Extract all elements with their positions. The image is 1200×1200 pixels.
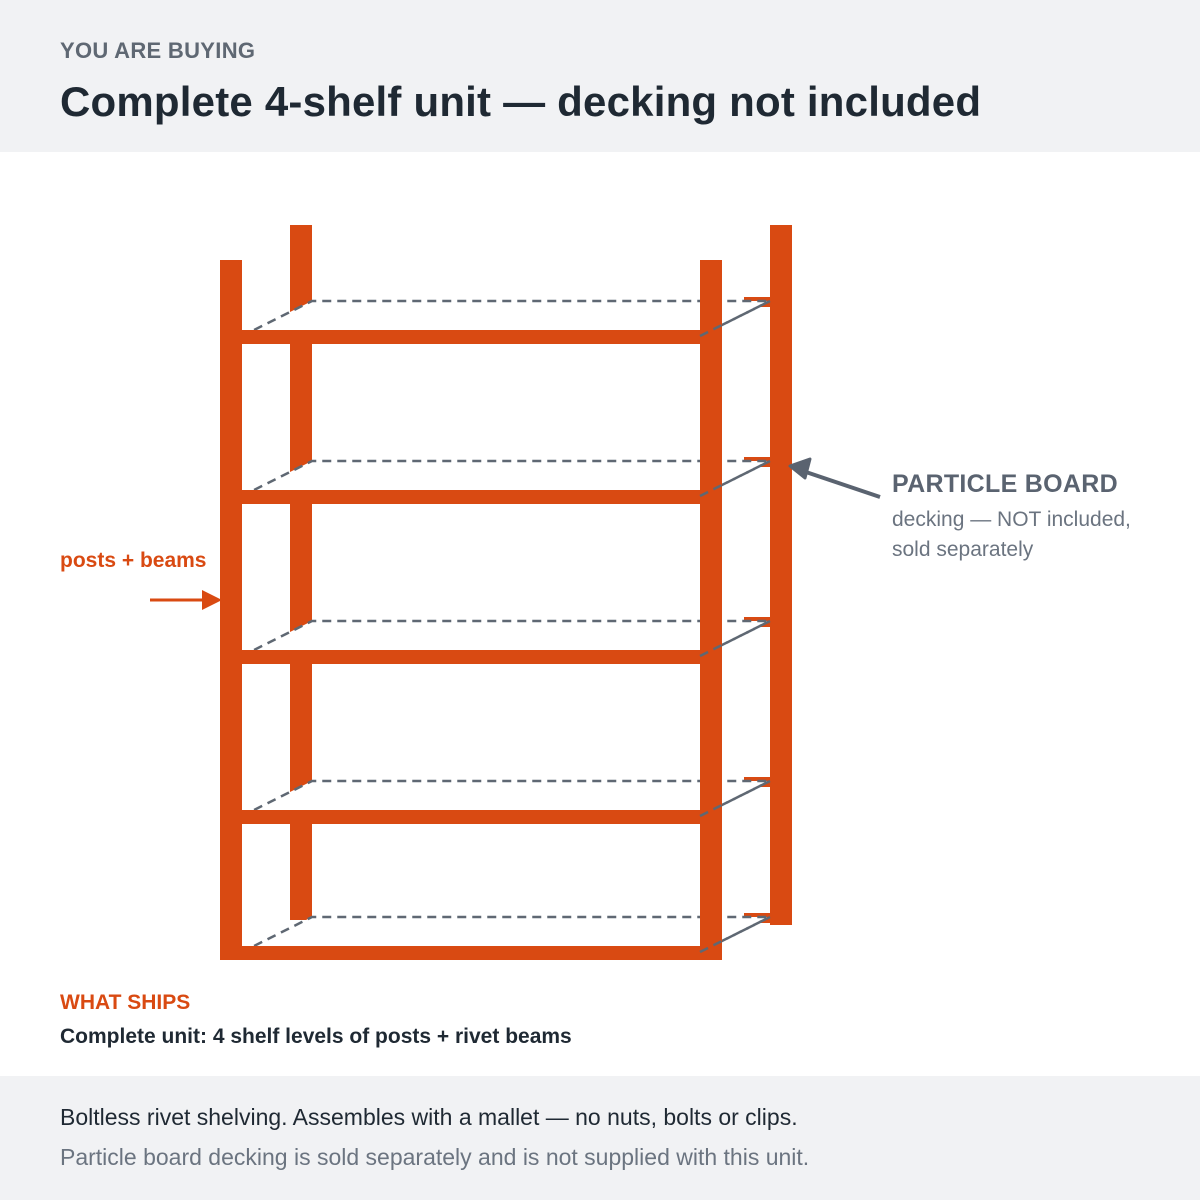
posts-arrow: [150, 590, 222, 610]
front-left-post: [220, 260, 242, 960]
decking-side-edge: [699, 779, 771, 818]
front-beam: [240, 810, 702, 824]
front-beam: [240, 946, 702, 960]
particle-board-line-1: decking — NOT included,: [892, 508, 1131, 531]
header-banner: YOU ARE BUYING Complete 4-shelf unit — d…: [0, 0, 1200, 152]
footer-panel: Boltless rivet shelving. Assembles with …: [0, 1076, 1200, 1200]
rear-left-post: [290, 225, 312, 920]
decking-outlines: [241, 299, 771, 954]
particle-board-title: PARTICLE BOARD: [892, 470, 1118, 498]
front-beam: [240, 650, 702, 664]
decking-side-edge: [699, 619, 771, 658]
particle-board-line-2: sold separately: [892, 538, 1034, 561]
front-beam: [240, 490, 702, 504]
decking-side-edge: [699, 915, 771, 954]
decking-side-edge: [699, 459, 771, 498]
footer-decking-note: Particle board decking is sold separatel…: [60, 1144, 810, 1170]
page-title: Complete 4-shelf unit — decking not incl…: [60, 78, 982, 125]
front-beam: [240, 330, 702, 344]
rear-right-post: [770, 225, 792, 925]
footer-assembly-note: Boltless rivet shelving. Assembles with …: [60, 1104, 798, 1130]
front-right-post: [700, 260, 722, 960]
decking-side-edge: [699, 299, 771, 338]
eyebrow-label: YOU ARE BUYING: [60, 38, 256, 63]
what-ships-description: Complete unit: 4 shelf levels of posts +…: [60, 1025, 572, 1048]
what-ships-heading: WHAT SHIPS: [60, 991, 191, 1014]
posts-beams-label: posts + beams: [60, 549, 207, 572]
front-frame: [220, 260, 771, 960]
decking-arrow: [788, 457, 881, 499]
